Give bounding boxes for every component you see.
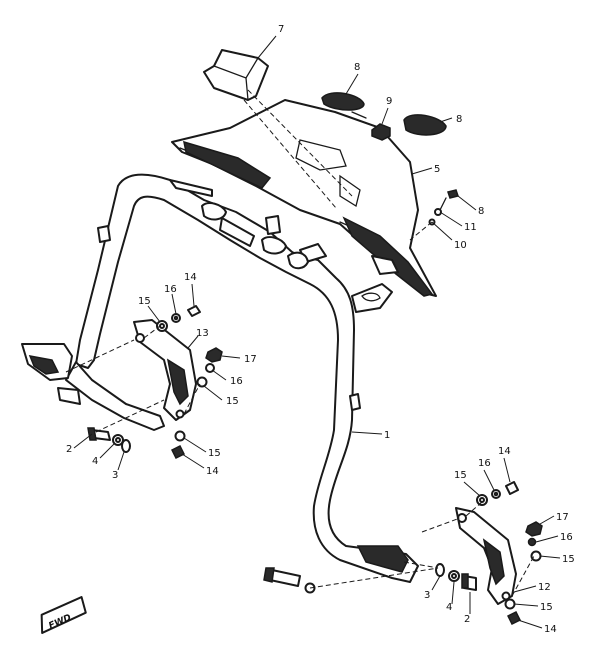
label-3: 3	[112, 470, 118, 481]
left-fasteners	[87, 305, 223, 460]
label-16: 16	[560, 532, 573, 543]
label-12: 12	[538, 582, 551, 593]
part-12-stay-right	[455, 507, 517, 605]
label-16: 16	[164, 284, 177, 295]
label-2: 2	[66, 444, 72, 455]
label-8: 8	[456, 114, 462, 125]
label-5: 5	[434, 164, 440, 175]
label-11: 11	[464, 222, 477, 233]
label-9: 9	[386, 96, 392, 107]
label-2: 2	[464, 614, 470, 625]
part-1-frame	[21, 173, 419, 583]
part-9-nut	[371, 123, 391, 141]
part-8-grommet-right	[403, 114, 447, 136]
label-4: 4	[92, 456, 98, 467]
label-14: 14	[498, 446, 511, 457]
label-1: 1	[384, 430, 390, 441]
leader-lines	[73, 35, 561, 629]
label-15: 15	[226, 396, 239, 407]
label-15: 15	[208, 448, 221, 459]
label-17: 17	[244, 354, 257, 365]
label-15: 15	[454, 470, 467, 481]
part-labels: 7 8 9 8 5 8 11 10 14 16 15 13 17 16 15 2…	[66, 24, 575, 635]
label-7: 7	[278, 24, 284, 35]
label-8: 8	[354, 62, 360, 73]
label-10: 10	[454, 240, 467, 251]
label-16: 16	[230, 376, 243, 387]
label-4: 4	[446, 602, 452, 613]
label-17: 17	[556, 512, 569, 523]
label-14: 14	[544, 624, 557, 635]
label-15: 15	[138, 296, 151, 307]
label-3: 3	[424, 590, 430, 601]
part-5-cowling	[171, 99, 437, 297]
fwd-arrow: FWD	[40, 596, 87, 634]
assembly-lines	[65, 89, 535, 597]
fastener-11-washer	[434, 208, 442, 216]
label-15: 15	[540, 602, 553, 613]
label-13: 13	[196, 328, 209, 339]
fastener-8-bolt	[439, 189, 459, 211]
label-8: 8	[478, 206, 484, 217]
label-15: 15	[562, 554, 575, 565]
label-14: 14	[206, 466, 219, 477]
part-7-cover	[203, 49, 269, 101]
label-16: 16	[478, 458, 491, 469]
part-13-stay-left	[133, 319, 197, 421]
part-8-grommet-left	[321, 92, 365, 111]
label-14: 14	[184, 272, 197, 283]
